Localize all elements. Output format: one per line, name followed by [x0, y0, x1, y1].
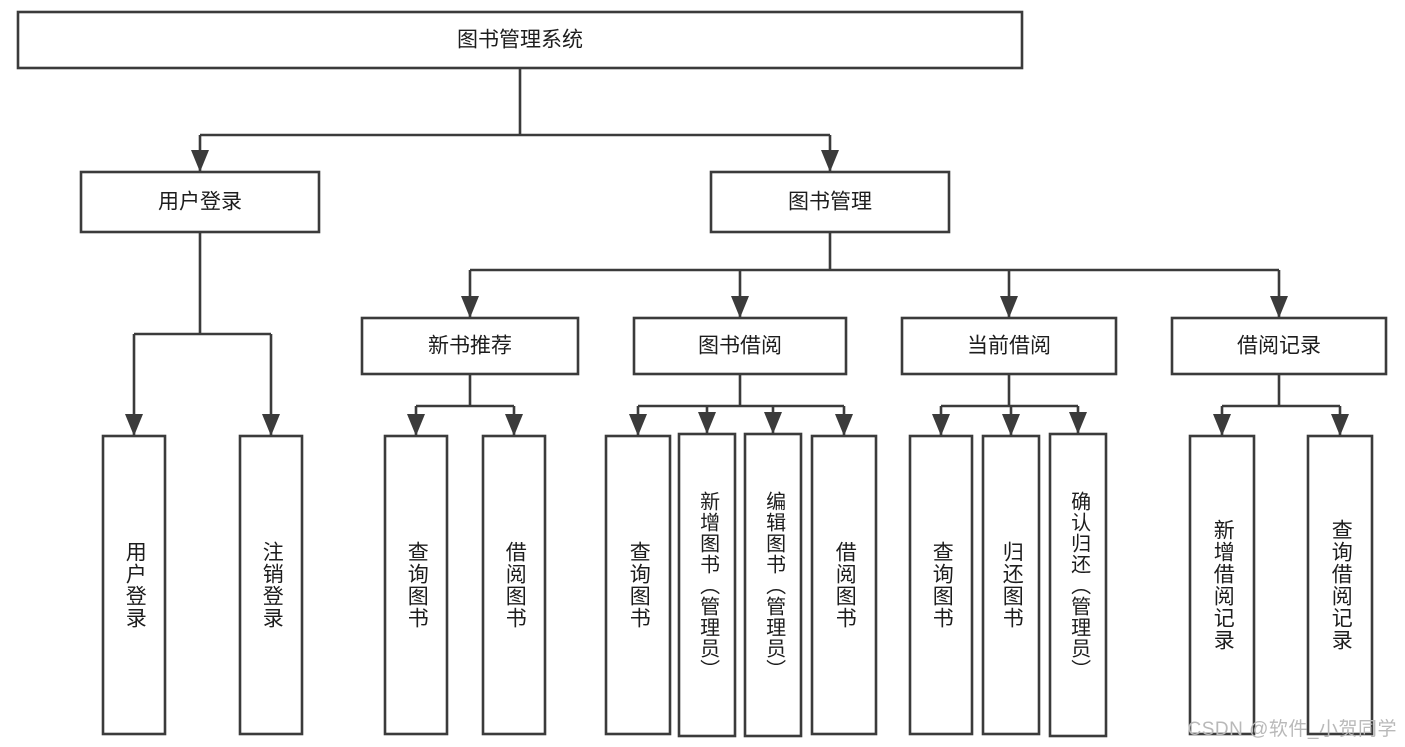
node-user-login-label: 用户登录	[158, 191, 242, 214]
new-book-recommend-arrowhead-1	[505, 414, 523, 436]
node-borrow-record[interactable]	[1170, 316, 1388, 376]
node-current-borrow[interactable]	[900, 316, 1118, 376]
book-manage-arrowhead-1	[731, 296, 749, 318]
node-book-manage-label: 图书管理	[788, 191, 872, 214]
book-borrow-arrowhead-0	[629, 414, 647, 436]
user-login-arrowhead-0	[125, 414, 143, 436]
node-root-label: 图书管理系统	[457, 29, 583, 52]
current-borrow-arrowhead-2	[1069, 412, 1087, 434]
book-borrow-arrowhead-2	[764, 412, 782, 434]
node-leaf-query-book-2[interactable]	[604, 434, 672, 736]
node-leaf-user-logout[interactable]	[238, 434, 304, 736]
current-borrow-arrowhead-1	[1002, 414, 1020, 436]
node-leaf-return-book[interactable]	[981, 434, 1041, 736]
nodes-layer	[16, 10, 1388, 738]
node-user-login[interactable]	[79, 170, 321, 234]
node-leaf-edit-book-admin[interactable]	[743, 432, 803, 738]
new-book-recommend-arrowhead-0	[407, 414, 425, 436]
book-manage-arrowhead-0	[461, 296, 479, 318]
node-book-manage[interactable]	[709, 170, 951, 234]
node-leaf-add-book-admin[interactable]	[677, 432, 737, 738]
connectors-layer	[125, 68, 1349, 436]
node-book-borrow-label: 图书借阅	[698, 335, 782, 358]
node-leaf-user-login[interactable]	[101, 434, 167, 736]
book-borrow-arrowhead-3	[835, 414, 853, 436]
node-leaf-query-book-3[interactable]	[908, 434, 974, 736]
book-manage-arrowhead-3	[1270, 296, 1288, 318]
node-leaf-query-borrow-record[interactable]	[1306, 434, 1374, 736]
node-leaf-confirm-return-admin[interactable]	[1048, 432, 1108, 738]
node-book-borrow[interactable]	[632, 316, 848, 376]
node-leaf-query-book-1[interactable]	[383, 434, 449, 736]
book-borrow-arrowhead-1	[698, 412, 716, 434]
current-borrow-arrowhead-0	[932, 414, 950, 436]
node-current-borrow-label: 当前借阅	[967, 335, 1051, 358]
node-leaf-borrow-book-1[interactable]	[481, 434, 547, 736]
user-login-arrowhead-1	[262, 414, 280, 436]
borrow-record-arrowhead-0	[1213, 414, 1231, 436]
node-leaf-add-borrow-record[interactable]	[1188, 434, 1256, 736]
root-arrowhead-1	[821, 150, 839, 172]
book-manage-arrowhead-2	[1000, 296, 1018, 318]
node-new-book-recommend-label: 新书推荐	[428, 335, 512, 358]
node-leaf-borrow-book-2[interactable]	[810, 434, 878, 736]
node-new-book-recommend[interactable]	[360, 316, 580, 376]
borrow-record-arrowhead-1	[1331, 414, 1349, 436]
node-borrow-record-label: 借阅记录	[1237, 335, 1321, 358]
node-root[interactable]	[16, 10, 1024, 70]
root-arrowhead-0	[191, 150, 209, 172]
csdn-watermark: CSDN @软件_小贺同学	[1187, 719, 1397, 740]
